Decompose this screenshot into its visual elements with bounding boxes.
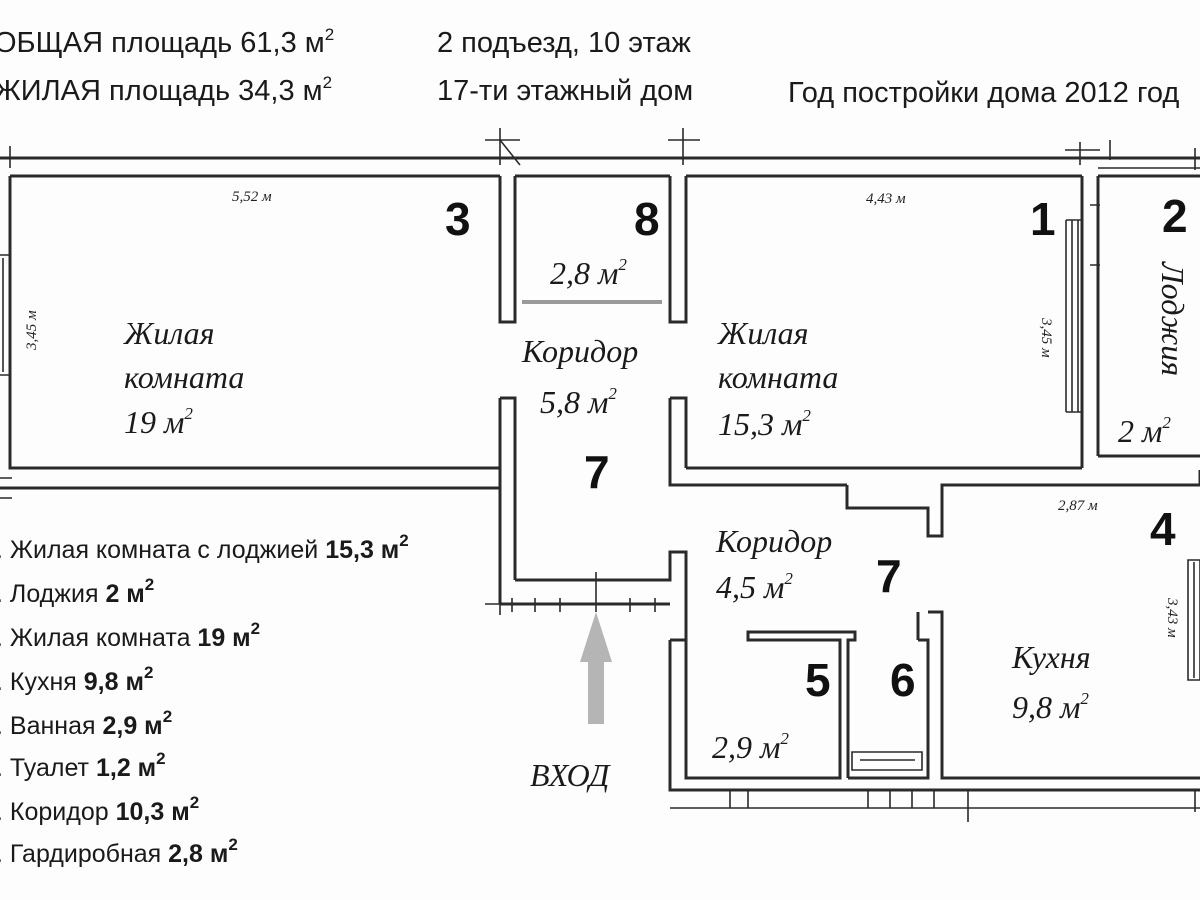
living15-label-1: Жилая <box>717 315 809 351</box>
corridor1-label: Коридор <box>521 333 638 369</box>
entrance-floor-text: 2 подъезд, 10 этаж <box>437 27 692 59</box>
legend-item: . Гардиробная 2,8 м2 <box>0 835 238 868</box>
walls <box>0 128 1200 822</box>
room-number-7-lower: 7 <box>876 550 902 602</box>
room-number-4: 4 <box>1150 503 1176 555</box>
dim-room15-width: 4,43 м <box>866 191 906 207</box>
legend-list: . Жилая комната с лоджией 15,3 м2 . Лодж… <box>0 531 409 868</box>
room-number-2: 2 <box>1162 190 1188 242</box>
corridor2-area: 4,5 м2 <box>716 569 793 605</box>
room-number-3: 3 <box>445 193 471 245</box>
entrance-label: ВХОД <box>530 757 611 793</box>
room-number-8: 8 <box>634 193 660 245</box>
building-floors-text: 17-ти этажный дом <box>437 75 693 107</box>
dressing-area: 2,8 м2 <box>550 255 627 291</box>
loggia-area: 2 м2 <box>1118 413 1171 449</box>
living19-area: 19 м2 <box>124 404 193 440</box>
legend-item: . Коридор 10,3 м2 <box>0 793 199 826</box>
corridor2-label: Коридор <box>715 523 832 559</box>
legend-item: . Лоджия 2 м2 <box>0 575 154 608</box>
dim-kitchen-width: 2,87 м <box>1058 498 1098 514</box>
kitchen-label: Кухня <box>1011 639 1091 675</box>
year-built-text: Год постройки дома 2012 год <box>788 77 1179 109</box>
dim-room15-height: 3,45 м <box>1038 317 1054 358</box>
kitchen-area: 9,8 м2 <box>1012 689 1089 725</box>
room-number-6: 6 <box>890 654 916 706</box>
total-area-text: ОБЩАЯ площадь 61,3 м2 <box>0 25 334 59</box>
living15-area: 15,3 м2 <box>718 406 811 442</box>
dim-room19-height: 3,45 м <box>24 310 40 351</box>
legend-item: . Жилая комната с лоджией 15,3 м2 <box>0 531 409 564</box>
bath-area: 2,9 м2 <box>712 729 789 765</box>
legend-item: . Ванная 2,9 м2 <box>0 707 172 740</box>
loggia-label: Лоджия <box>1155 261 1191 376</box>
dim-kitchen-height: 3,43 м <box>1164 597 1180 638</box>
legend-item: . Туалет 1,2 м2 <box>0 749 166 782</box>
legend-item: . Кухня 9,8 м2 <box>0 663 153 696</box>
room-number-1: 1 <box>1030 193 1056 245</box>
entrance-arrow-icon <box>580 612 612 724</box>
room-number-7-upper: 7 <box>584 446 610 498</box>
legend-item: . Жилая комната 19 м2 <box>0 619 260 652</box>
living-area-text: ЖИЛАЯ площадь 34,3 м2 <box>0 73 332 107</box>
living19-label-2: комната <box>124 359 244 395</box>
room-number-5: 5 <box>805 654 831 706</box>
corridor1-area: 5,8 м2 <box>540 384 617 420</box>
living19-label-1: Жилая <box>123 315 215 351</box>
living15-label-2: комната <box>718 359 838 395</box>
dim-room19-width: 5,52 м <box>232 189 272 205</box>
